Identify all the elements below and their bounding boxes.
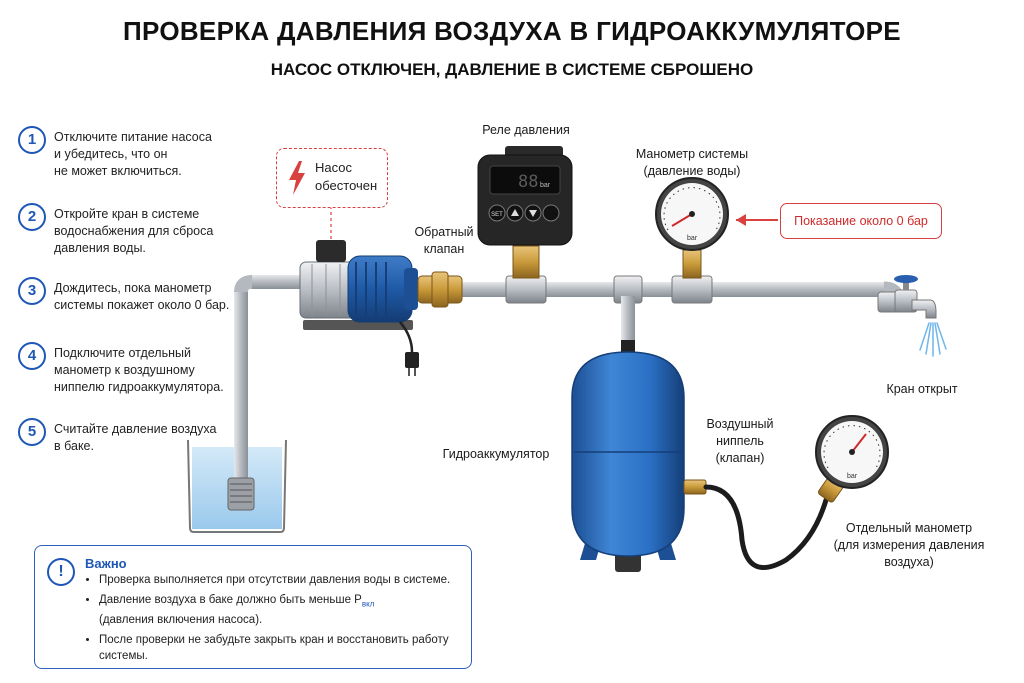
exclamation-icon: ! <box>47 558 75 586</box>
pump <box>299 240 419 376</box>
lightning-icon <box>289 161 305 195</box>
important-item-2: Давление воздуха в баке должно быть мень… <box>99 592 469 628</box>
air-nipple-label: Воздушный ниппель (клапан) <box>706 417 774 465</box>
page-subtitle: НАСОС ОТКЛЮЧЕН, ДАВЛЕНИЕ В СИСТЕМЕ СБРОШ… <box>270 60 754 79</box>
tank-riser-pipe <box>621 296 635 344</box>
step-number-2: 2 <box>18 203 46 231</box>
step-number-4: 4 <box>18 342 46 370</box>
svg-text:88: 88 <box>518 172 538 192</box>
step-text-5: Считайте давление воздуха в баке. <box>54 422 217 453</box>
important-title: Важно <box>85 556 127 571</box>
step-number-5: 5 <box>18 418 46 446</box>
system-gauge-label: Манометр системы (давление воды) <box>635 147 749 178</box>
relay-unit-label: bar <box>540 182 551 189</box>
system-pressure-gauge: bar <box>655 177 729 279</box>
accumulator-label: Гидроаккумулятор <box>442 447 550 461</box>
gauge-hose <box>703 484 829 571</box>
subscript-on: вкл <box>361 599 375 609</box>
pressure-relay-label: Реле давления <box>482 123 570 137</box>
reading-callout: Показание около 0 бар <box>780 203 942 239</box>
step-text-3: Дождитесь, пока манометр системы покажет… <box>54 281 230 312</box>
important-item-1: Проверка выполняется при отсутствии давл… <box>99 572 469 588</box>
important-item-3: После проверки не забудьте закрыть кран … <box>99 632 469 664</box>
important-notes: ! Важно Проверка выполняется при отсутст… <box>34 545 472 669</box>
pump-off-label: Насос обесточен <box>315 160 378 193</box>
step-text-4: Подключите отдельный манометр к воздушно… <box>54 346 224 394</box>
step-number-1: 1 <box>18 126 46 154</box>
pump-off-callout: Насос обесточен <box>276 148 388 208</box>
step-text-1: Отключите питание насоса и убедитесь, чт… <box>54 130 212 178</box>
tap-open-label: Кран открыт <box>886 382 958 396</box>
separate-gauge-label: Отдельный манометр (для измерения давлен… <box>833 521 985 569</box>
water-tap <box>877 275 947 357</box>
accumulator-tank <box>571 340 707 572</box>
check-valve <box>417 271 463 308</box>
separate-air-gauge: bar <box>815 415 889 503</box>
suction-pipe <box>227 275 300 511</box>
important-list: Проверка выполняется при отсутствии давл… <box>85 572 469 668</box>
step-text-2: Откройте кран в системе водоснабжения дл… <box>54 207 214 255</box>
gauge-tee <box>671 275 713 304</box>
separate-gauge-unit: bar <box>847 473 858 480</box>
check-valve-label: Обратный клапан <box>414 225 474 256</box>
relay-set-label: SET <box>491 212 503 218</box>
system-gauge-unit: bar <box>687 235 698 242</box>
pressure-relay: 88 bar SET <box>477 146 573 279</box>
main-pipe <box>408 282 884 297</box>
relay-tee <box>505 275 547 304</box>
page-title: ПРОВЕРКА ДАВЛЕНИЯ ВОЗДУХА В ГИДРОАККУМУЛ… <box>123 16 901 46</box>
step-number-3: 3 <box>18 277 46 305</box>
